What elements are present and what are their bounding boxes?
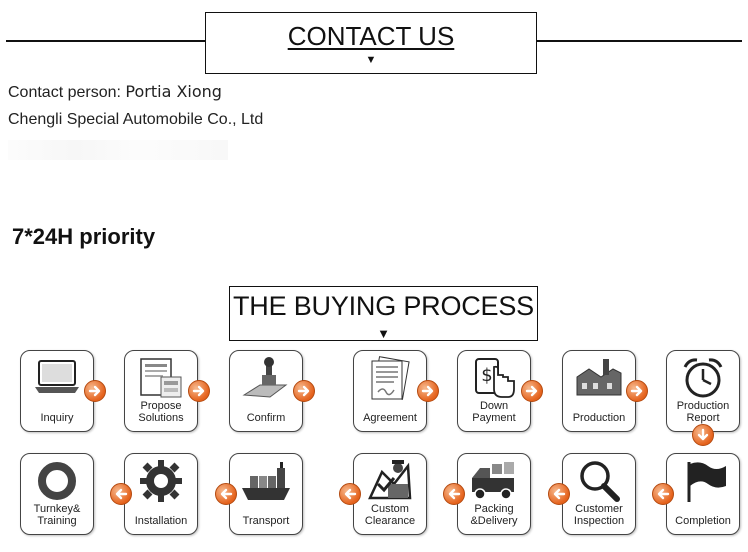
arrow-left-icon xyxy=(652,483,674,505)
process-step: Transport xyxy=(229,453,303,535)
contact-title: CONTACT US xyxy=(287,21,455,51)
buying-process-title-box: THE BUYING PROCESS ▼ xyxy=(229,286,538,341)
arrow-right-icon xyxy=(84,380,106,402)
agreement-icon xyxy=(371,356,410,400)
arrow-right-icon xyxy=(188,380,210,402)
process-step-label: Custom Clearance xyxy=(364,503,416,527)
arrow-right-icon xyxy=(521,380,543,402)
arrow-right-icon xyxy=(293,380,315,402)
process-step: Production xyxy=(562,350,636,432)
alarm-clock-icon xyxy=(683,358,723,398)
process-step: Completion xyxy=(666,453,740,535)
caret-down-icon: ▼ xyxy=(377,326,390,341)
process-step-label: Packing &Delivery xyxy=(470,503,518,527)
arrow-left-icon xyxy=(339,483,361,505)
customs-officer-icon xyxy=(368,460,412,500)
arrow-left-icon xyxy=(548,483,570,505)
arrow-right-icon xyxy=(626,380,648,402)
process-step: Inquiry xyxy=(20,350,94,432)
blurred-contact-detail xyxy=(8,140,228,160)
contact-person-name: Portia Xiong xyxy=(125,82,222,101)
magnifier-icon xyxy=(580,461,620,502)
process-step-label: Production Report xyxy=(676,400,730,424)
arrow-right-icon xyxy=(417,380,439,402)
contact-divider-left xyxy=(6,40,206,42)
process-step-label: Agreement xyxy=(363,412,417,424)
process-step-label: Confirm xyxy=(246,412,286,424)
process-step-label: Inquiry xyxy=(40,412,74,424)
arrow-left-icon xyxy=(215,483,237,505)
process-step: Confirm xyxy=(229,350,303,432)
flag-icon xyxy=(687,462,726,502)
process-step-label: Transport xyxy=(242,515,290,527)
contact-person-label: Contact person: xyxy=(8,84,126,101)
process-step: Agreement xyxy=(353,350,427,432)
process-step-label: Down Payment xyxy=(472,400,516,424)
priority-text: 7*24H priority xyxy=(12,224,156,249)
contact-divider-right xyxy=(537,40,742,42)
process-step-label: Propose Solutions xyxy=(138,400,184,424)
caret-down-icon: ▼ xyxy=(365,54,377,66)
ship-icon xyxy=(242,462,290,500)
arrow-left-icon xyxy=(110,483,132,505)
svg-text:$: $ xyxy=(481,365,492,386)
process-step: Custom Clearance xyxy=(353,453,427,535)
process-step-label: Customer Inspection xyxy=(573,503,625,527)
gear-icon xyxy=(140,460,182,502)
process-step-label: Completion xyxy=(675,515,731,527)
process-step-label: Installation xyxy=(134,515,188,527)
factory-icon xyxy=(576,359,622,396)
payment-icon: $ xyxy=(475,358,515,398)
arrow-left-icon xyxy=(443,483,465,505)
process-step: Packing &Delivery xyxy=(457,453,531,535)
stamp-icon xyxy=(242,357,288,398)
ring-icon xyxy=(38,462,76,500)
arrow-down-icon xyxy=(692,424,714,446)
company-name: Chengli Special Automobile Co., Ltd xyxy=(8,111,264,128)
process-step: Propose Solutions xyxy=(124,350,198,432)
process-step: Turnkey& Training xyxy=(20,453,94,535)
process-step: $ Down Payment xyxy=(457,350,531,432)
truck-icon xyxy=(472,462,514,500)
process-step-label: Production xyxy=(572,412,626,424)
process-step: Customer Inspection xyxy=(562,453,636,535)
document-icon xyxy=(140,358,182,398)
contact-person: Contact person: Portia Xiong xyxy=(8,82,222,102)
process-step: Installation xyxy=(124,453,198,535)
laptop-icon xyxy=(35,360,79,393)
process-step: Production Report xyxy=(666,350,740,432)
buying-process-title: THE BUYING PROCESS xyxy=(233,291,534,321)
process-step-label: Turnkey& Training xyxy=(33,503,81,527)
contact-title-box: CONTACT US ▼ xyxy=(205,12,537,74)
